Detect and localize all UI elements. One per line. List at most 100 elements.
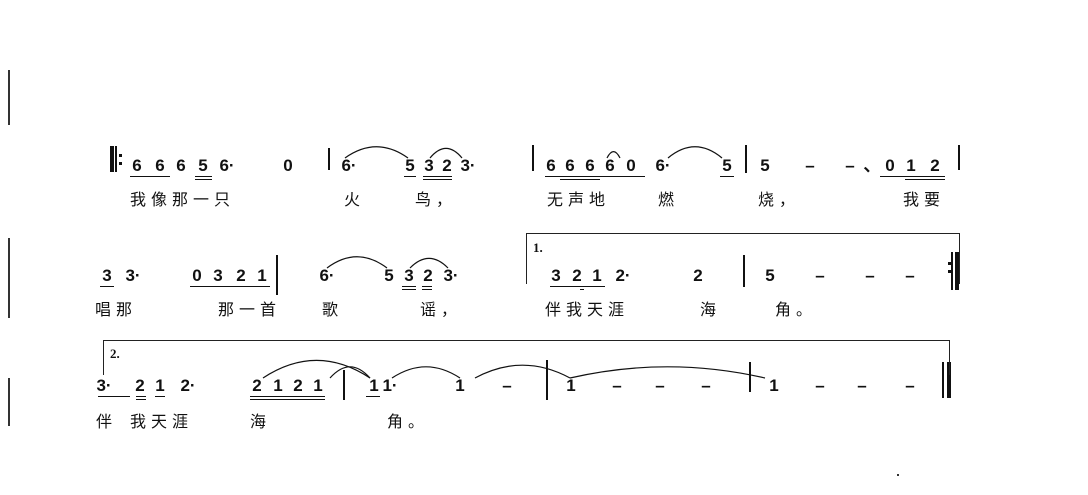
lyric: 谣， xyxy=(420,300,463,319)
note: 0 xyxy=(283,156,293,175)
lyric: 海 xyxy=(250,412,272,431)
barline xyxy=(749,362,751,392)
note: 1 xyxy=(455,376,465,395)
note: 3· xyxy=(443,266,459,285)
underline-beam xyxy=(720,176,734,178)
note: 6· xyxy=(655,156,671,175)
underline-beam xyxy=(250,399,325,401)
slur xyxy=(326,256,388,269)
note: 2· xyxy=(180,376,196,395)
note: 1 xyxy=(273,376,283,395)
lyric: 伴 xyxy=(96,412,118,431)
underline-beam xyxy=(402,289,416,291)
lyric: 海 xyxy=(700,300,722,319)
lyric: 烧， xyxy=(758,190,801,209)
thin-barline xyxy=(951,252,953,290)
note: 3 xyxy=(551,266,561,285)
margin-line xyxy=(8,378,10,426)
sustain-dash: – xyxy=(701,376,711,395)
note: 1 xyxy=(906,156,916,175)
lyric: 我像那一只 xyxy=(130,190,236,209)
note: 5 xyxy=(760,156,770,175)
note: 1 xyxy=(313,376,323,395)
margin-line xyxy=(8,238,10,318)
thick-barline xyxy=(947,362,951,398)
slur xyxy=(606,151,621,159)
note: 6 xyxy=(546,156,556,175)
volta-label: 2. xyxy=(110,346,120,361)
note: 0 xyxy=(626,156,636,175)
sustain-dash: – xyxy=(655,376,665,395)
slur xyxy=(569,366,766,379)
repeat-dot xyxy=(948,270,951,273)
underline-beam xyxy=(130,176,170,178)
lyric: 燃 xyxy=(658,190,680,209)
thick-barline xyxy=(110,146,114,172)
note: 6· xyxy=(341,156,357,175)
sustain-dash: – xyxy=(612,376,622,395)
note: 2· xyxy=(615,266,631,285)
sustain-dash: – xyxy=(805,156,815,175)
note: 0 xyxy=(192,266,202,285)
repeat-dot xyxy=(119,154,122,157)
sustain-dash: – xyxy=(905,376,915,395)
lyric: 火 xyxy=(344,190,366,209)
note: 3· xyxy=(460,156,476,175)
underline-beam xyxy=(905,179,945,181)
lyric: 伴我天涯 xyxy=(545,300,630,319)
note: 5 xyxy=(722,156,732,175)
barline xyxy=(745,145,747,173)
underline-beam xyxy=(155,396,165,398)
underline-beam xyxy=(98,396,130,398)
note: 2 xyxy=(693,266,703,285)
slur xyxy=(329,366,371,379)
underline-beam xyxy=(880,176,945,178)
note: 1 xyxy=(769,376,779,395)
lyric: 角。 xyxy=(775,300,818,319)
note: 2 xyxy=(423,266,433,285)
note: 5 xyxy=(765,266,775,285)
thin-barline xyxy=(942,362,944,398)
lyric: 我天涯 xyxy=(130,412,194,431)
barline xyxy=(343,370,345,400)
barline xyxy=(276,255,278,295)
margin-line xyxy=(8,70,10,125)
note: 1 xyxy=(592,266,602,285)
lyric: 那一首 xyxy=(218,300,282,319)
sustain-dash: – xyxy=(502,376,512,395)
barline xyxy=(328,148,330,170)
underline-beam xyxy=(550,286,605,288)
underline-beam xyxy=(136,399,146,401)
note: 6· xyxy=(319,266,335,285)
note: 2 xyxy=(930,156,940,175)
underline-beam xyxy=(404,176,416,178)
note: 2 xyxy=(252,376,262,395)
sustain-dash: – xyxy=(845,156,855,175)
note: 1 xyxy=(566,376,576,395)
barline xyxy=(532,145,534,171)
note: 1 xyxy=(369,376,379,395)
volta-bracket xyxy=(526,233,960,284)
note: 1· xyxy=(382,376,398,395)
sustain-dash: – xyxy=(865,266,875,285)
barline xyxy=(958,145,960,170)
note: 6 xyxy=(585,156,595,175)
note: 5 xyxy=(198,156,208,175)
underline-beam xyxy=(195,176,212,178)
note: 2 xyxy=(236,266,246,285)
underline-beam xyxy=(605,176,645,178)
underline-beam xyxy=(560,179,600,181)
note: 6 xyxy=(132,156,142,175)
note: 0 xyxy=(885,156,895,175)
repeat-dot xyxy=(119,162,122,165)
lyric: 歌 xyxy=(322,300,344,319)
breath-mark: 、 xyxy=(863,156,881,175)
note: 1 xyxy=(155,376,165,395)
note: 3· xyxy=(125,266,141,285)
note: 6 xyxy=(565,156,575,175)
lyric: 我要 xyxy=(903,190,946,209)
underline-beam xyxy=(195,179,212,181)
underline-beam xyxy=(250,396,325,398)
sustain-dash: – xyxy=(905,266,915,285)
underline-beam xyxy=(366,396,380,398)
